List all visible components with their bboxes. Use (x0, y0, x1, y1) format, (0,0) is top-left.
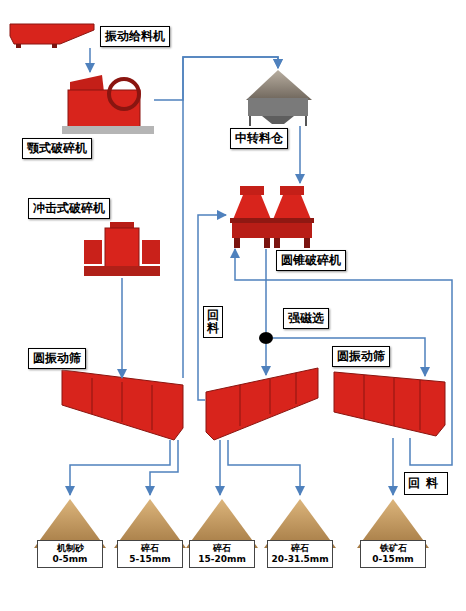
flow-arrow (235, 249, 452, 465)
pile-label-box: 碎石5-15mm (117, 540, 183, 568)
equipment-label: 圆振动筛 (332, 346, 390, 367)
impact-crusher-picture (84, 222, 160, 276)
cone-crusher-picture (230, 186, 314, 248)
product-name: 机制砂 (40, 543, 100, 554)
feeder: 振动给料机 (8, 22, 96, 48)
flow-arrow (228, 440, 300, 495)
flow-arrow (154, 57, 278, 100)
flow-arrow (150, 440, 178, 495)
feeder-picture (10, 24, 94, 48)
pile-label-box: 机制砂0-5mm (37, 540, 103, 568)
flow-arrow (273, 338, 425, 376)
equipment-label: 颚式破碎机 (22, 138, 92, 159)
pile-label-box: 铁矿石0-15mm (360, 540, 426, 568)
size-range: 20-31.5mm (270, 554, 330, 565)
jaw-crusher: 颚式破碎机 (62, 72, 154, 134)
flow-arrow (198, 215, 226, 400)
impact-crusher: 冲击式破碎机 (80, 222, 164, 278)
vibrating-screen (205, 375, 320, 440)
product-name: 碎石 (270, 543, 330, 554)
flow-arrow (70, 440, 170, 495)
equipment-label: 振动给料机 (100, 26, 170, 47)
size-range: 5-15mm (120, 554, 180, 565)
flow-arrow (219, 440, 221, 495)
flow-arrow (265, 344, 267, 375)
flow-arrow (121, 278, 123, 378)
product-pile: 碎石20-31.5mm (267, 495, 333, 577)
flow-arrow (392, 438, 394, 495)
cone-crusher: 圆锥破碎机 (226, 183, 320, 249)
equipment-label: 中转料仓 (230, 128, 288, 149)
product-name: 碎石 (192, 543, 252, 554)
pile-label-box: 碎石15-20mm (189, 540, 255, 568)
transfer-bin: 中转料仓 (240, 68, 316, 126)
size-range: 15-20mm (192, 554, 252, 565)
flow-arrow (89, 48, 91, 72)
flow-arrow (265, 249, 267, 332)
equipment-label: 冲击式破碎机 (28, 198, 110, 219)
product-pile: 碎石5-15mm (117, 495, 183, 577)
magnetic-separation-point: 强磁选 (259, 332, 273, 344)
equipment-label: 强磁选 (283, 308, 329, 329)
product-pile: 碎石15-20mm (189, 495, 255, 577)
product-pile: 铁矿石0-15mm (360, 495, 426, 577)
product-name: 碎石 (120, 543, 180, 554)
size-range: 0-15mm (363, 554, 423, 565)
product-pile: 机制砂0-5mm (37, 495, 103, 577)
return-label: 回料 (404, 472, 448, 495)
return-label: 回料 (203, 306, 223, 338)
product-name: 铁矿石 (363, 543, 423, 554)
screen-picture (62, 368, 445, 440)
equipment-label: 圆振动筛 (28, 348, 86, 369)
equipment-label: 圆锥破碎机 (276, 250, 346, 271)
flow-arrow (299, 126, 301, 183)
bin-picture (246, 70, 312, 126)
size-range: 0-5mm (40, 554, 100, 565)
vibrating-screen: 圆振动筛 (332, 376, 447, 438)
vibrating-screen: 圆振动筛 (60, 378, 187, 440)
pile-label-box: 碎石20-31.5mm (267, 540, 333, 568)
jaw-crusher-picture (62, 75, 154, 134)
